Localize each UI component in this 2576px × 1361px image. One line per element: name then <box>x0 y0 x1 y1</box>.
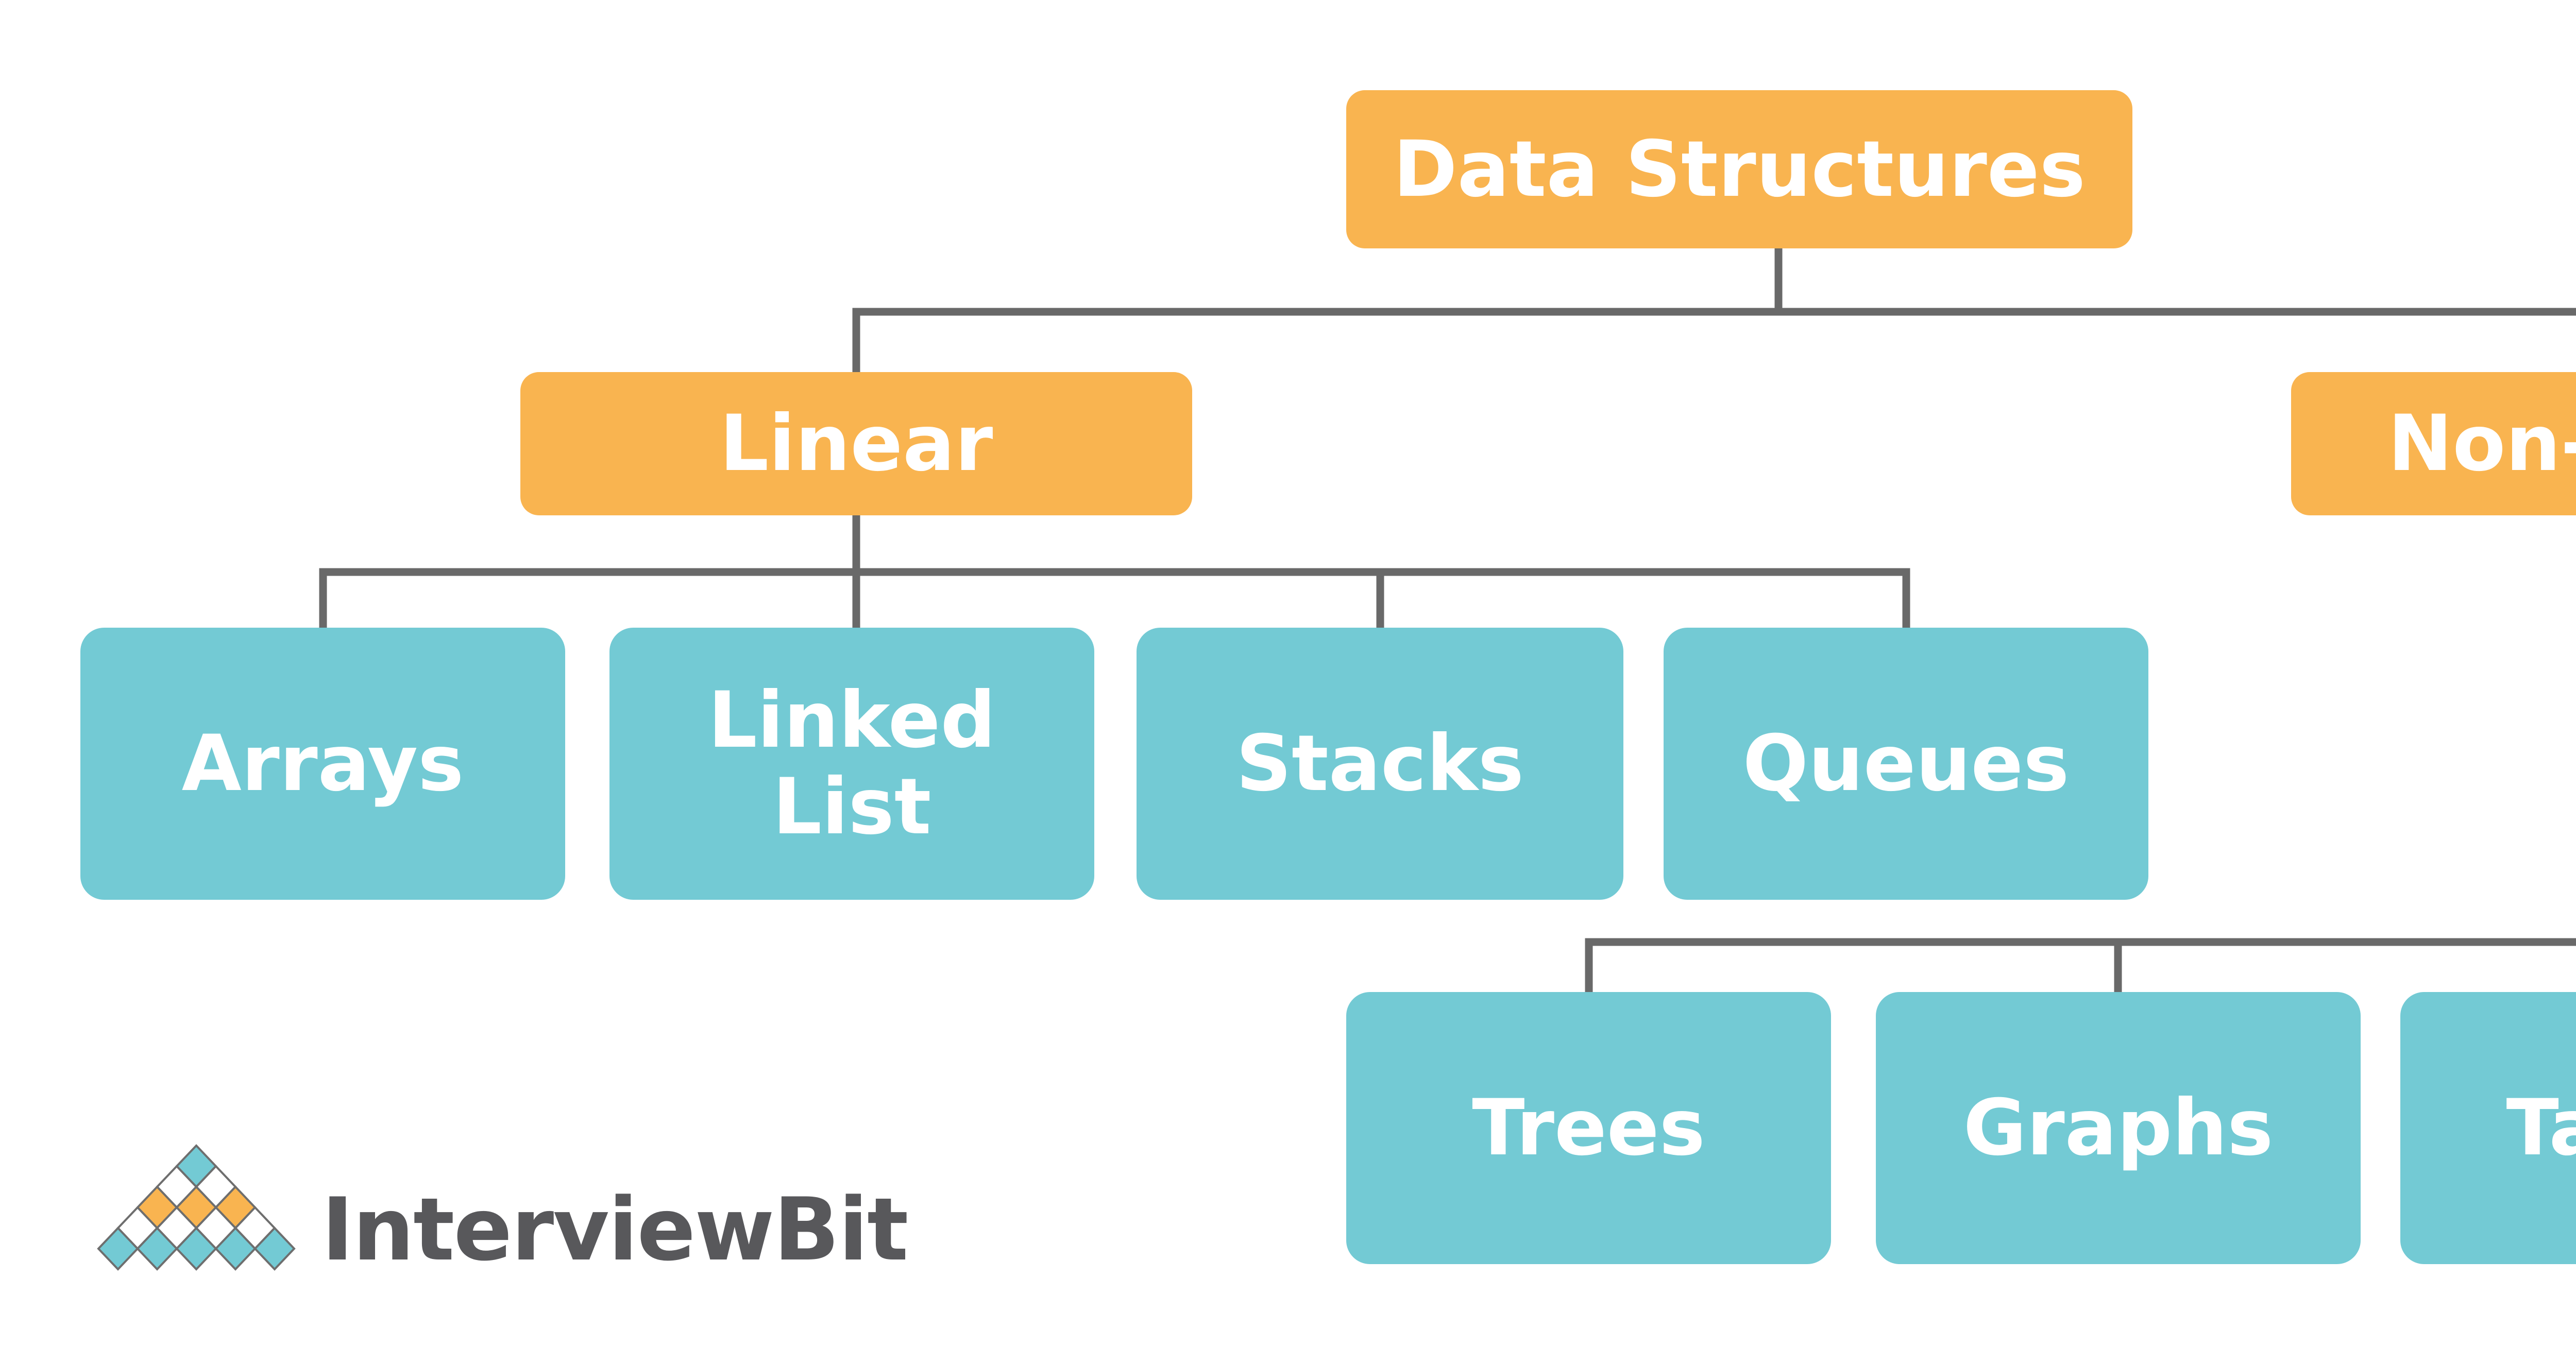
node-trees: Trees <box>1346 992 1831 1264</box>
node-tables: Tables <box>2400 992 2576 1264</box>
node-label: Tables <box>2506 1083 2576 1173</box>
node-label: Data Structures <box>1393 124 2086 214</box>
wordmark-bit: Bit <box>773 1179 908 1280</box>
node-label: Linear <box>719 399 993 489</box>
node-label: Stacks <box>1236 719 1524 809</box>
node-linked-list: Linked List <box>609 628 1094 900</box>
node-label: Non-Linear <box>2387 399 2576 489</box>
node-queues: Queues <box>1664 628 2148 900</box>
interviewbit-logo: InterviewBit <box>96 1144 908 1280</box>
node-non-linear: Non-Linear <box>2291 372 2576 515</box>
node-graphs: Graphs <box>1876 992 2361 1264</box>
node-linear: Linear <box>520 372 1192 515</box>
node-label: Graphs <box>1963 1083 2274 1173</box>
node-label: Linked List <box>708 676 996 852</box>
interviewbit-wordmark: InterviewBit <box>321 1179 908 1280</box>
node-label: Arrays <box>181 719 464 809</box>
node-label: Trees <box>1472 1083 1705 1173</box>
interviewbit-logo-icon <box>97 1144 296 1271</box>
wordmark-interview: Interview <box>321 1179 774 1280</box>
node-label: Queues <box>1742 719 2070 809</box>
node-data-structures: Data Structures <box>1346 90 2132 248</box>
node-arrays: Arrays <box>80 628 565 900</box>
node-stacks: Stacks <box>1137 628 1623 900</box>
